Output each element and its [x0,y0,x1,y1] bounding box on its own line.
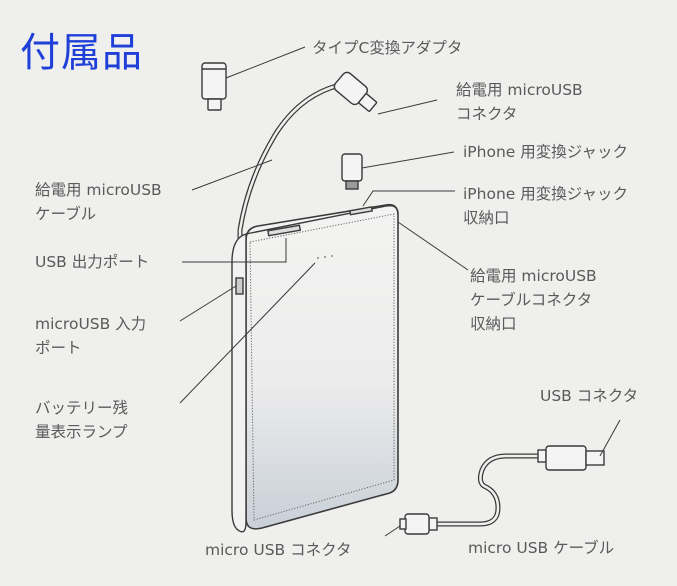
label-line: ケーブル [35,205,97,223]
label-charging-connector: 給電用 microUSB コネクタ [456,78,583,126]
label-cable-connector-slot: 給電用 microUSB ケーブルコネクタ 収納口 [470,264,597,336]
label-line: 給電用 microUSB [456,81,583,99]
micro-usb-cable-icon [399,445,605,535]
label-line: コネクタ [456,105,518,123]
label-iphone-jack-slot: iPhone 用変換ジャック 収納口 [463,182,628,230]
type-c-adapter-icon [201,62,227,111]
label-line: 量表示ランプ [35,423,128,441]
battery-led-icon [317,255,333,259]
page-title: 付属品 [20,30,143,76]
label-battery-indicator: バッテリー残 量表示ランプ [35,396,128,444]
label-line: micro USB ケーブル [468,539,615,557]
label-line: 収納口 [470,315,517,333]
label-line: ポート [35,339,82,357]
label-line: 給電用 microUSB [470,267,597,285]
label-line: iPhone 用変換ジャック [463,143,628,161]
label-line: iPhone 用変換ジャック [463,185,628,203]
label-type-c-adapter: タイプC変換アダプタ [312,36,462,60]
label-line: microUSB 入力 [35,315,147,333]
label-line: 収納口 [463,209,510,227]
label-line: タイプC変換アダプタ [312,39,463,57]
label-line: USB 出力ポート [35,253,150,271]
label-micro-usb-connector: micro USB コネクタ [205,538,352,562]
label-charging-cable: 給電用 microUSB ケーブル [35,178,162,226]
charging-connector-icon [333,71,378,112]
label-usb-connector: USB コネクタ [540,384,638,408]
label-iphone-jack: iPhone 用変換ジャック [463,140,628,164]
label-micro-usb-cable: micro USB ケーブル [468,536,614,560]
label-line: バッテリー残 [35,399,129,417]
label-line: micro USB コネクタ [205,541,352,559]
label-line: USB コネクタ [540,387,639,405]
label-usb-output-port: USB 出力ポート [35,250,149,274]
label-micro-usb-input: microUSB 入力 ポート [35,312,146,360]
label-line: ケーブルコネクタ [470,291,593,309]
iphone-jack-icon [341,153,363,190]
label-line: 給電用 microUSB [35,181,162,199]
